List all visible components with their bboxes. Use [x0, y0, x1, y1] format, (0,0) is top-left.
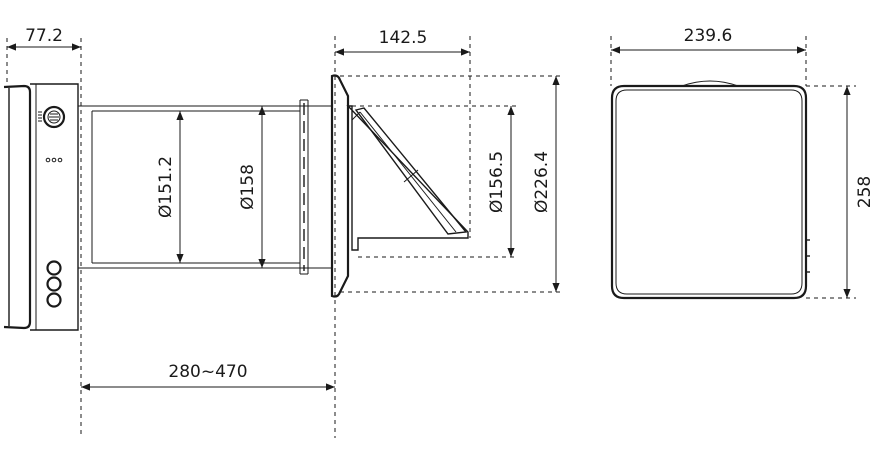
label-cover-width: 239.6 — [684, 26, 733, 46]
speaker-grille-icon — [38, 105, 66, 129]
label-wall-range: 280~470 — [168, 362, 247, 382]
housing-body — [30, 83, 79, 331]
cover-outline — [610, 84, 808, 300]
hood-slant-cover — [354, 107, 468, 235]
cover-inner-outline — [615, 89, 803, 295]
control-button-icon — [46, 260, 62, 276]
hood-body — [346, 105, 469, 251]
label-hood-outer-diameter: Ø226.4 — [532, 151, 552, 213]
hood-fold-line — [403, 169, 419, 183]
label-hood-inner-diameter: Ø156.5 — [487, 151, 507, 213]
label-inner-duct-diameter: Ø151.2 — [156, 156, 176, 218]
outdoor-hood-side-view — [330, 74, 469, 298]
extension-lines — [6, 36, 856, 438]
duct-tube — [78, 99, 332, 275]
label-panel-depth: 77.2 — [25, 26, 63, 46]
indicator-dots-icon — [45, 157, 63, 163]
dimension-lines — [7, 43, 851, 391]
control-button-icon — [46, 292, 62, 308]
top-vent — [681, 80, 739, 87]
dimension-labels: 77.2 142.5 239.6 280~470 258 Ø151.2 Ø158… — [25, 26, 875, 382]
label-hood-depth: 142.5 — [379, 28, 428, 48]
label-outer-duct-diameter: Ø158 — [238, 164, 258, 210]
front-cover-view — [610, 80, 810, 300]
indoor-panel-side-view — [3, 83, 79, 331]
hood-slant-inner — [359, 111, 457, 233]
front-cover-outline — [3, 84, 32, 330]
control-button-icon — [46, 276, 62, 292]
hood-flange — [330, 74, 350, 298]
label-cover-height: 258 — [855, 176, 875, 208]
